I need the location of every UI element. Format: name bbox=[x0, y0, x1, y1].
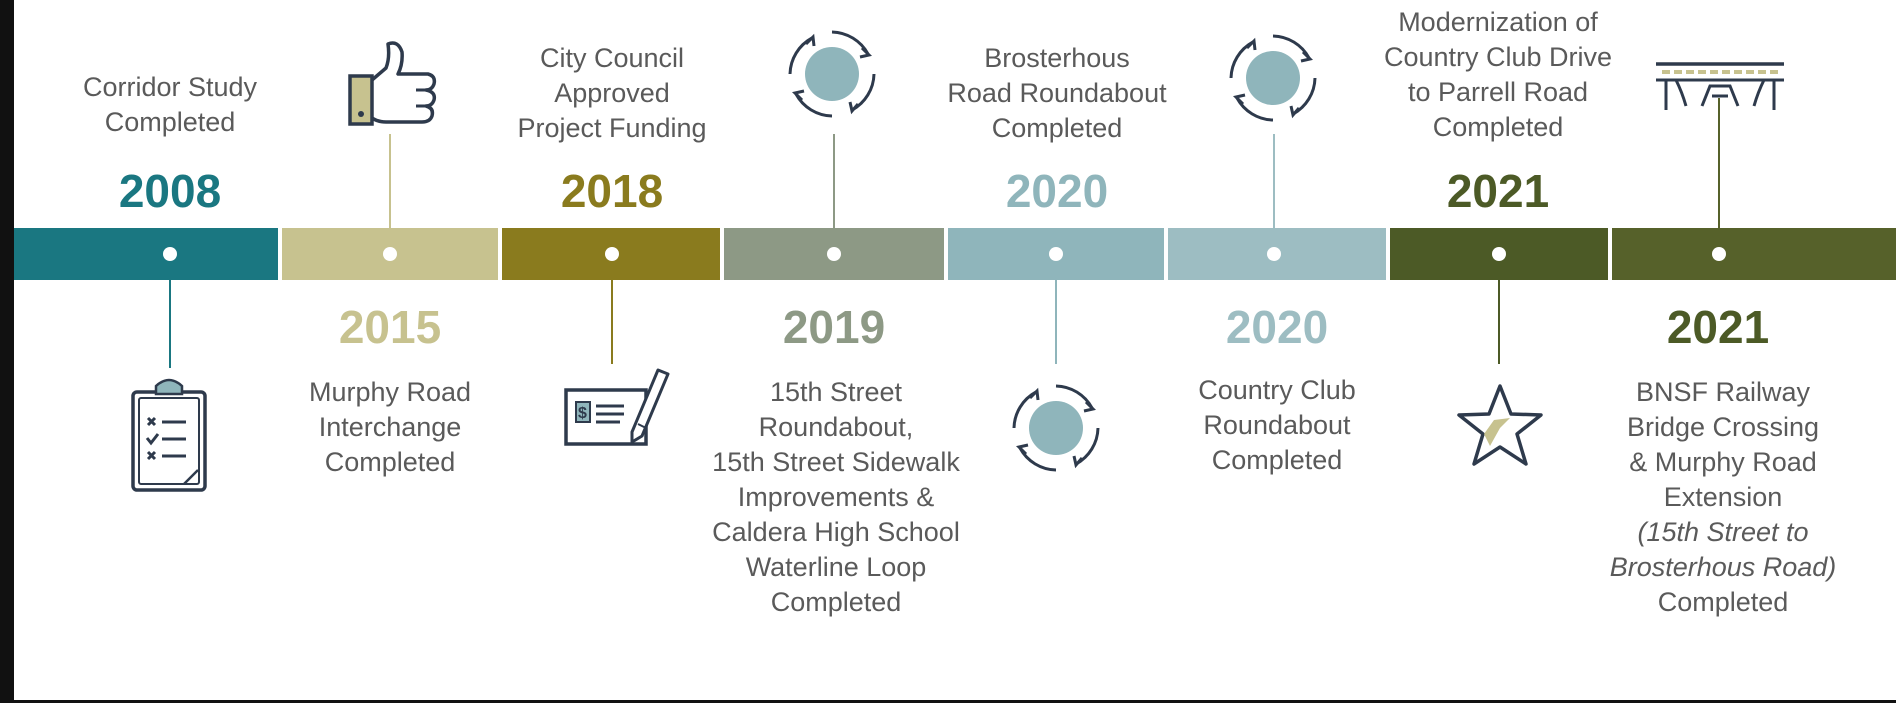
description-line: (15th Street to bbox=[1637, 517, 1809, 547]
description-line: 15th Street bbox=[769, 377, 903, 407]
description-line: Modernization of bbox=[1398, 7, 1598, 37]
description-line: & Murphy Road bbox=[1629, 447, 1817, 477]
description-line: Project Funding bbox=[517, 113, 707, 143]
timeline-dot bbox=[1712, 247, 1726, 261]
connector-stem bbox=[1055, 280, 1057, 364]
frame-left-border bbox=[0, 0, 14, 703]
bridge-icon bbox=[1656, 62, 1784, 110]
description-line: Corridor Study bbox=[82, 72, 258, 102]
description-line: 15th Street Sidewalk bbox=[712, 447, 960, 477]
description-line: Completed bbox=[991, 113, 1123, 143]
description-line: Completed bbox=[1657, 587, 1789, 617]
milestone-year-2018: 2018 bbox=[560, 165, 664, 217]
milestone-description-2021-b: BNSF Railway Bridge Crossing & Murphy Ro… bbox=[1583, 375, 1863, 620]
milestone-description-2015: Murphy Road Interchange Completed bbox=[260, 375, 520, 480]
connector-stem bbox=[611, 280, 613, 364]
connector-stem bbox=[833, 134, 835, 228]
milestone-description-2019: 15th Street Roundabout, 15th Street Side… bbox=[696, 375, 976, 620]
timeline-dot bbox=[383, 247, 397, 261]
milestone-year-2015: 2015 bbox=[338, 301, 442, 353]
description-line: Improvements & bbox=[737, 482, 935, 512]
description-line: Completed bbox=[770, 587, 902, 617]
thumbs-up-icon bbox=[348, 41, 437, 126]
timeline-dot bbox=[1492, 247, 1506, 261]
description-line: Roundabout, bbox=[758, 412, 914, 442]
milestone-year-2020-a: 2020 bbox=[1005, 165, 1109, 217]
milestone-year-2019: 2019 bbox=[782, 301, 886, 353]
description-line: Completed bbox=[1211, 445, 1343, 475]
description-line: Country Club bbox=[1198, 375, 1356, 405]
milestone-year-2008: 2008 bbox=[118, 165, 222, 217]
connector-stem bbox=[1273, 134, 1275, 228]
description-line: BNSF Railway bbox=[1635, 377, 1811, 407]
timeline-dot bbox=[1049, 247, 1063, 261]
timeline-dot bbox=[1267, 247, 1281, 261]
description-line: Completed bbox=[324, 447, 456, 477]
description-line: Country Club Drive bbox=[1383, 42, 1613, 72]
connector-stem bbox=[389, 134, 391, 228]
timeline-band-2021-b bbox=[1612, 228, 1896, 280]
description-line: Brosterhous bbox=[984, 43, 1130, 73]
timeline-dot bbox=[605, 247, 619, 261]
roundabout-icon bbox=[788, 30, 876, 118]
timeline-dot bbox=[827, 247, 841, 261]
svg-text:$: $ bbox=[578, 405, 587, 422]
milestone-description-2018: City Council Approved Project Funding bbox=[482, 41, 742, 146]
description-line: Completed bbox=[1432, 112, 1564, 142]
check-signing-icon: $ bbox=[564, 368, 670, 446]
milestone-year-2021-a: 2021 bbox=[1446, 165, 1550, 217]
description-line: Road Roundabout bbox=[947, 78, 1167, 108]
description-line: Brosterhous Road) bbox=[1609, 552, 1837, 582]
connector-stem bbox=[169, 280, 171, 368]
description-line: Bridge Crossing bbox=[1626, 412, 1820, 442]
connector-stem bbox=[1718, 98, 1720, 228]
description-line: Completed bbox=[104, 107, 236, 137]
milestone-description-2021-a: Modernization of Country Club Drive to P… bbox=[1358, 5, 1638, 145]
description-line: Caldera High School bbox=[712, 517, 960, 547]
description-line: Murphy Road bbox=[308, 377, 472, 407]
description-line: Roundabout bbox=[1203, 410, 1351, 440]
connector-stem bbox=[1498, 280, 1500, 364]
timeline-dot bbox=[163, 247, 177, 261]
timeline-band-2008 bbox=[14, 228, 278, 280]
roundabout-icon bbox=[1229, 34, 1317, 122]
milestone-year-2020-b: 2020 bbox=[1225, 301, 1329, 353]
description-line: Extension bbox=[1663, 482, 1783, 512]
milestone-description-2008: Corridor Study Completed bbox=[40, 70, 300, 140]
description-line: to Parrell Road bbox=[1407, 77, 1589, 107]
description-line: Approved bbox=[554, 78, 670, 108]
description-line: Interchange bbox=[318, 412, 462, 442]
clipboard-checklist-icon bbox=[131, 378, 207, 492]
star-icon bbox=[1457, 384, 1543, 466]
frame-bottom-border bbox=[0, 700, 1896, 703]
roundabout-icon bbox=[1012, 384, 1100, 472]
milestone-description-2020-b: Country Club Roundabout Completed bbox=[1147, 373, 1407, 478]
description-line: Waterline Loop bbox=[745, 552, 927, 582]
description-line: City Council bbox=[539, 43, 685, 73]
milestone-year-2021-b: 2021 bbox=[1666, 301, 1770, 353]
milestone-description-2020-a: Brosterhous Road Roundabout Completed bbox=[927, 41, 1187, 146]
